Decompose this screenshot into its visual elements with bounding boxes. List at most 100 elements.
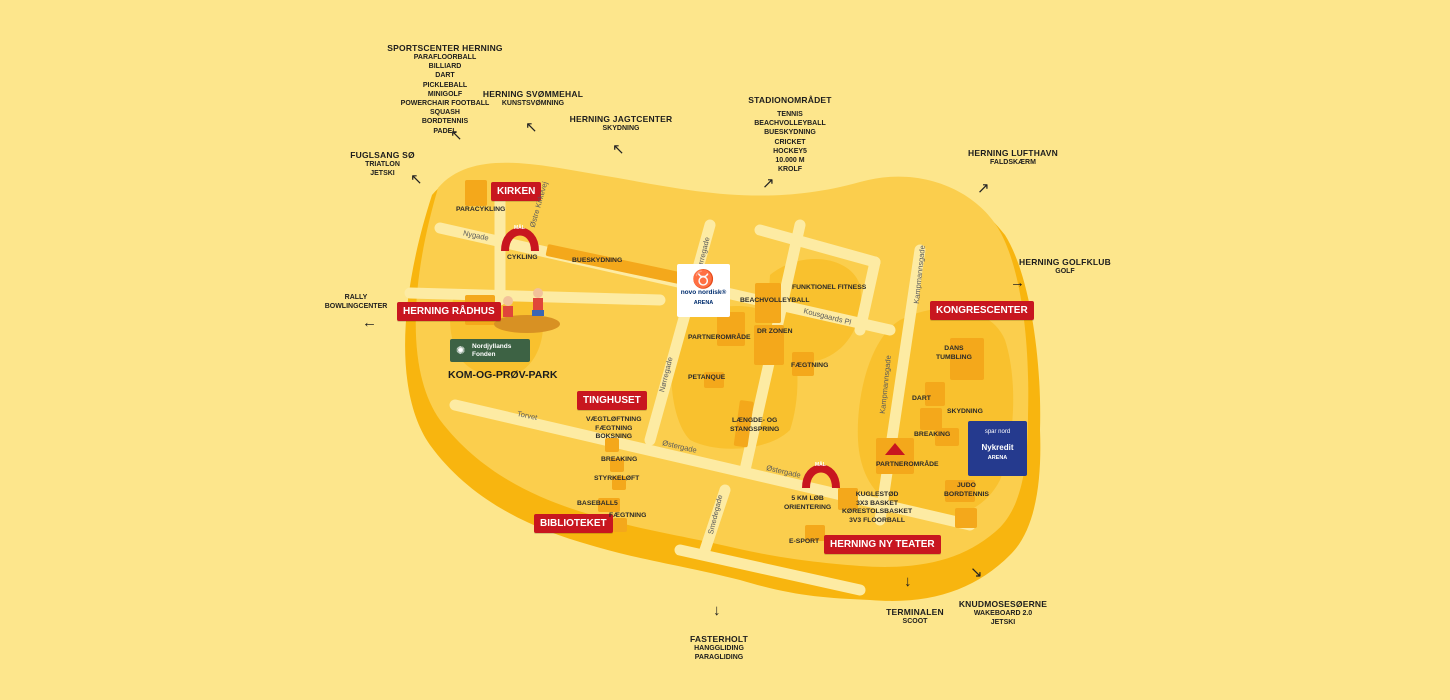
sun-icon: ✺ [456, 345, 466, 357]
location-activity: DART [435, 72, 455, 80]
location-activity: HOCKEY5 [773, 147, 807, 155]
arrow-rally-icon: ← [362, 314, 377, 331]
activity-styrkeloeft[interactable]: STYRKELØFT [594, 475, 640, 482]
activity-bueskydning[interactable]: BUESKYDNING [572, 257, 623, 264]
location-fasterholt[interactable]: FASTERHOLT HANGGLIDING PARAGLIDING [664, 634, 774, 662]
arrow-golfklub-icon: → [1010, 274, 1025, 291]
activity-5km-loeb[interactable]: 5 KM LØB ORIENTERING [784, 495, 832, 511]
location-jagtcenter[interactable]: HERNING JAGTCENTER SKYDNING [566, 114, 676, 133]
location-activity: TRIATLON [365, 161, 400, 168]
spar-arena-label: ARENA [987, 455, 1008, 461]
activity-kuglestoed[interactable]: KUGLESTØD 3X3 BASKET KØRESTOLSBASKET 3V3… [842, 491, 913, 524]
location-title: TERMINALEN [886, 607, 944, 617]
location-rally[interactable]: RALLY BOWLINGCENTER [320, 293, 392, 311]
location-activity: RALLY [344, 294, 368, 301]
activity-partneromraade-east[interactable]: PARTNEROMRÅDE [876, 461, 939, 468]
location-activity: SKYDNING [602, 125, 640, 132]
badge-teater[interactable]: HERNING NY TEATER [824, 535, 941, 554]
activity-petanque[interactable]: PETANQUE [688, 374, 726, 381]
location-activity: TENNIS [777, 111, 803, 118]
venue-blocks [465, 180, 984, 541]
location-activity: BILLIARD [428, 63, 462, 71]
location-activity: PARAGLIDING [694, 654, 744, 662]
location-activity: WAKEBOARD 2.0 [973, 610, 1033, 617]
activity-dr-zonen[interactable]: DR ZONEN [757, 328, 793, 335]
nykredit-label: Nykredit [981, 443, 1014, 452]
location-title: STADIONOMRÅDET [748, 95, 832, 105]
spar-nord-nykredit-arena-logo[interactable]: spar nord Nykredit ARENA [968, 421, 1027, 476]
activity-faegtning-west[interactable]: FÆGTNING [609, 512, 647, 519]
location-knudmose[interactable]: KNUDMOSESØERNE WAKEBOARD 2.0 JETSKI [948, 599, 1058, 627]
location-activity: BORDTENNIS [421, 118, 469, 126]
location-activity: POWERCHAIR FOOTBALL [400, 100, 490, 108]
badge-kirken[interactable]: KIRKEN [491, 182, 542, 201]
apis-bull-icon: ♉ [692, 269, 715, 289]
location-golfklub[interactable]: HERNING GOLFKLUB GOLF [1010, 257, 1120, 276]
location-activity: PADEL [433, 127, 457, 135]
location-activity: BEACHVOLLEYBALL [754, 120, 826, 128]
activity-beachvolleyball[interactable]: BEACHVOLLEYBALL [740, 297, 810, 304]
location-title: HERNING GOLFKLUB [1019, 257, 1111, 267]
badge-raadhus[interactable]: HERNING RÅDHUS [397, 302, 501, 321]
location-fuglsang[interactable]: FUGLSANG SØ TRIATLON JETSKI [340, 150, 425, 178]
goal-label-east: MÅL [815, 462, 826, 468]
location-activity: FALDSKÆRM [990, 159, 1036, 166]
location-activity: MINIGOLF [427, 90, 463, 98]
spar-nord-label: spar nord [984, 429, 1011, 435]
location-activity: KROLF [777, 166, 803, 174]
location-title: FUGLSANG SØ [350, 150, 415, 160]
location-sportscenter[interactable]: SPORTSCENTER HERNING PARAFLOORBALL BILLI… [360, 43, 530, 136]
novo-nordisk-arena-logo[interactable]: ♉ novo nordisk® ARENA [677, 264, 730, 317]
location-activity: KUNSTSVØMNING [501, 100, 565, 107]
location-activity: JETSKI [370, 170, 395, 178]
location-activity: PICKLEBALL [422, 81, 468, 89]
arrow-sportscenter-icon: ↖ [450, 127, 463, 144]
activity-paracykling[interactable]: PARACYKLING [456, 206, 506, 213]
arrow-jagtcenter-icon: ↖ [612, 141, 625, 158]
location-title: KNUDMOSESØERNE [958, 599, 1048, 609]
location-activity: JETSKI [990, 619, 1016, 627]
goal-label-west: MÅL [514, 225, 525, 231]
activity-breaking-east[interactable]: BREAKING [914, 431, 951, 438]
location-terminalen[interactable]: TERMINALEN SCOOT [860, 607, 970, 626]
activity-laengde-stangspring[interactable]: LÆNGDE- OG STANGSPRING [730, 417, 780, 433]
location-activity: 10.000 M [775, 157, 805, 165]
activity-e-sport[interactable]: E-SPORT [789, 538, 820, 545]
location-lufthavn[interactable]: HERNING LUFTHAVN FALDSKÆRM [958, 148, 1068, 167]
location-activity: PARAFLOORBALL [413, 54, 477, 61]
arrow-fasterholt-icon: ↓ [713, 602, 721, 619]
nordjyllands-fonden-logo[interactable]: ✺ Nordjyllands Fonden [450, 339, 530, 362]
badge-kongrescenter[interactable]: KONGRESCENTER [930, 301, 1034, 320]
activity-faegtning-center[interactable]: FÆGTNING [791, 362, 829, 369]
novo-arena-label: ARENA [693, 300, 714, 306]
activity-partneromraade-west[interactable]: PARTNEROMRÅDE [688, 334, 751, 341]
badge-tinghuset[interactable]: TINGHUSET [577, 391, 647, 410]
activity-vaegtloeftning[interactable]: VÆGTLØFTNING FÆGTNING BOKSNING [586, 416, 642, 440]
kom-og-proev-park-label[interactable]: KOM-OG-PRØV-PARK [448, 369, 558, 381]
activity-judo-bordtennis[interactable]: JUDO BORDTENNIS [944, 482, 989, 498]
arrow-lufthavn-icon: ↗ [977, 180, 990, 197]
location-activity: BUESKYDNING [764, 129, 816, 137]
nordjyllands-fonden-label: Nordjyllands Fonden [472, 343, 512, 358]
activity-breaking-west[interactable]: BREAKING [601, 456, 638, 463]
activity-dans-tumbling[interactable]: DANS TUMBLING [936, 345, 972, 361]
arrow-terminalen-icon: ↓ [904, 573, 912, 590]
location-svommehal[interactable]: HERNING SVØMMEHAL KUNSTSVØMNING [478, 89, 588, 108]
location-title: FASTERHOLT [689, 634, 749, 644]
activity-dart[interactable]: DART [912, 395, 931, 402]
activity-baseball5[interactable]: BASEBALL5 [577, 500, 618, 507]
location-stadion[interactable]: STADIONOMRÅDET TENNIS BEACHVOLLEYBALL BU… [735, 95, 845, 174]
activity-skydning[interactable]: SKYDNING [947, 408, 983, 415]
location-activity: HANGGLIDING [694, 645, 744, 652]
location-title: HERNING LUFTHAVN [968, 148, 1058, 158]
arrow-stadion-icon: ↗ [762, 175, 775, 192]
arrow-fuglsang-icon: ↖ [410, 171, 423, 188]
location-activity: GOLF [1055, 268, 1075, 275]
partner-marker-icon [885, 443, 905, 455]
goal-arch-icon-west [501, 227, 539, 252]
activity-cykling[interactable]: CYKLING [507, 254, 538, 261]
badge-biblioteket[interactable]: BIBLIOTEKET [534, 514, 613, 533]
activity-funktionel-fitness[interactable]: FUNKTIONEL FITNESS [792, 284, 867, 291]
location-title: HERNING JAGTCENTER [569, 114, 673, 124]
